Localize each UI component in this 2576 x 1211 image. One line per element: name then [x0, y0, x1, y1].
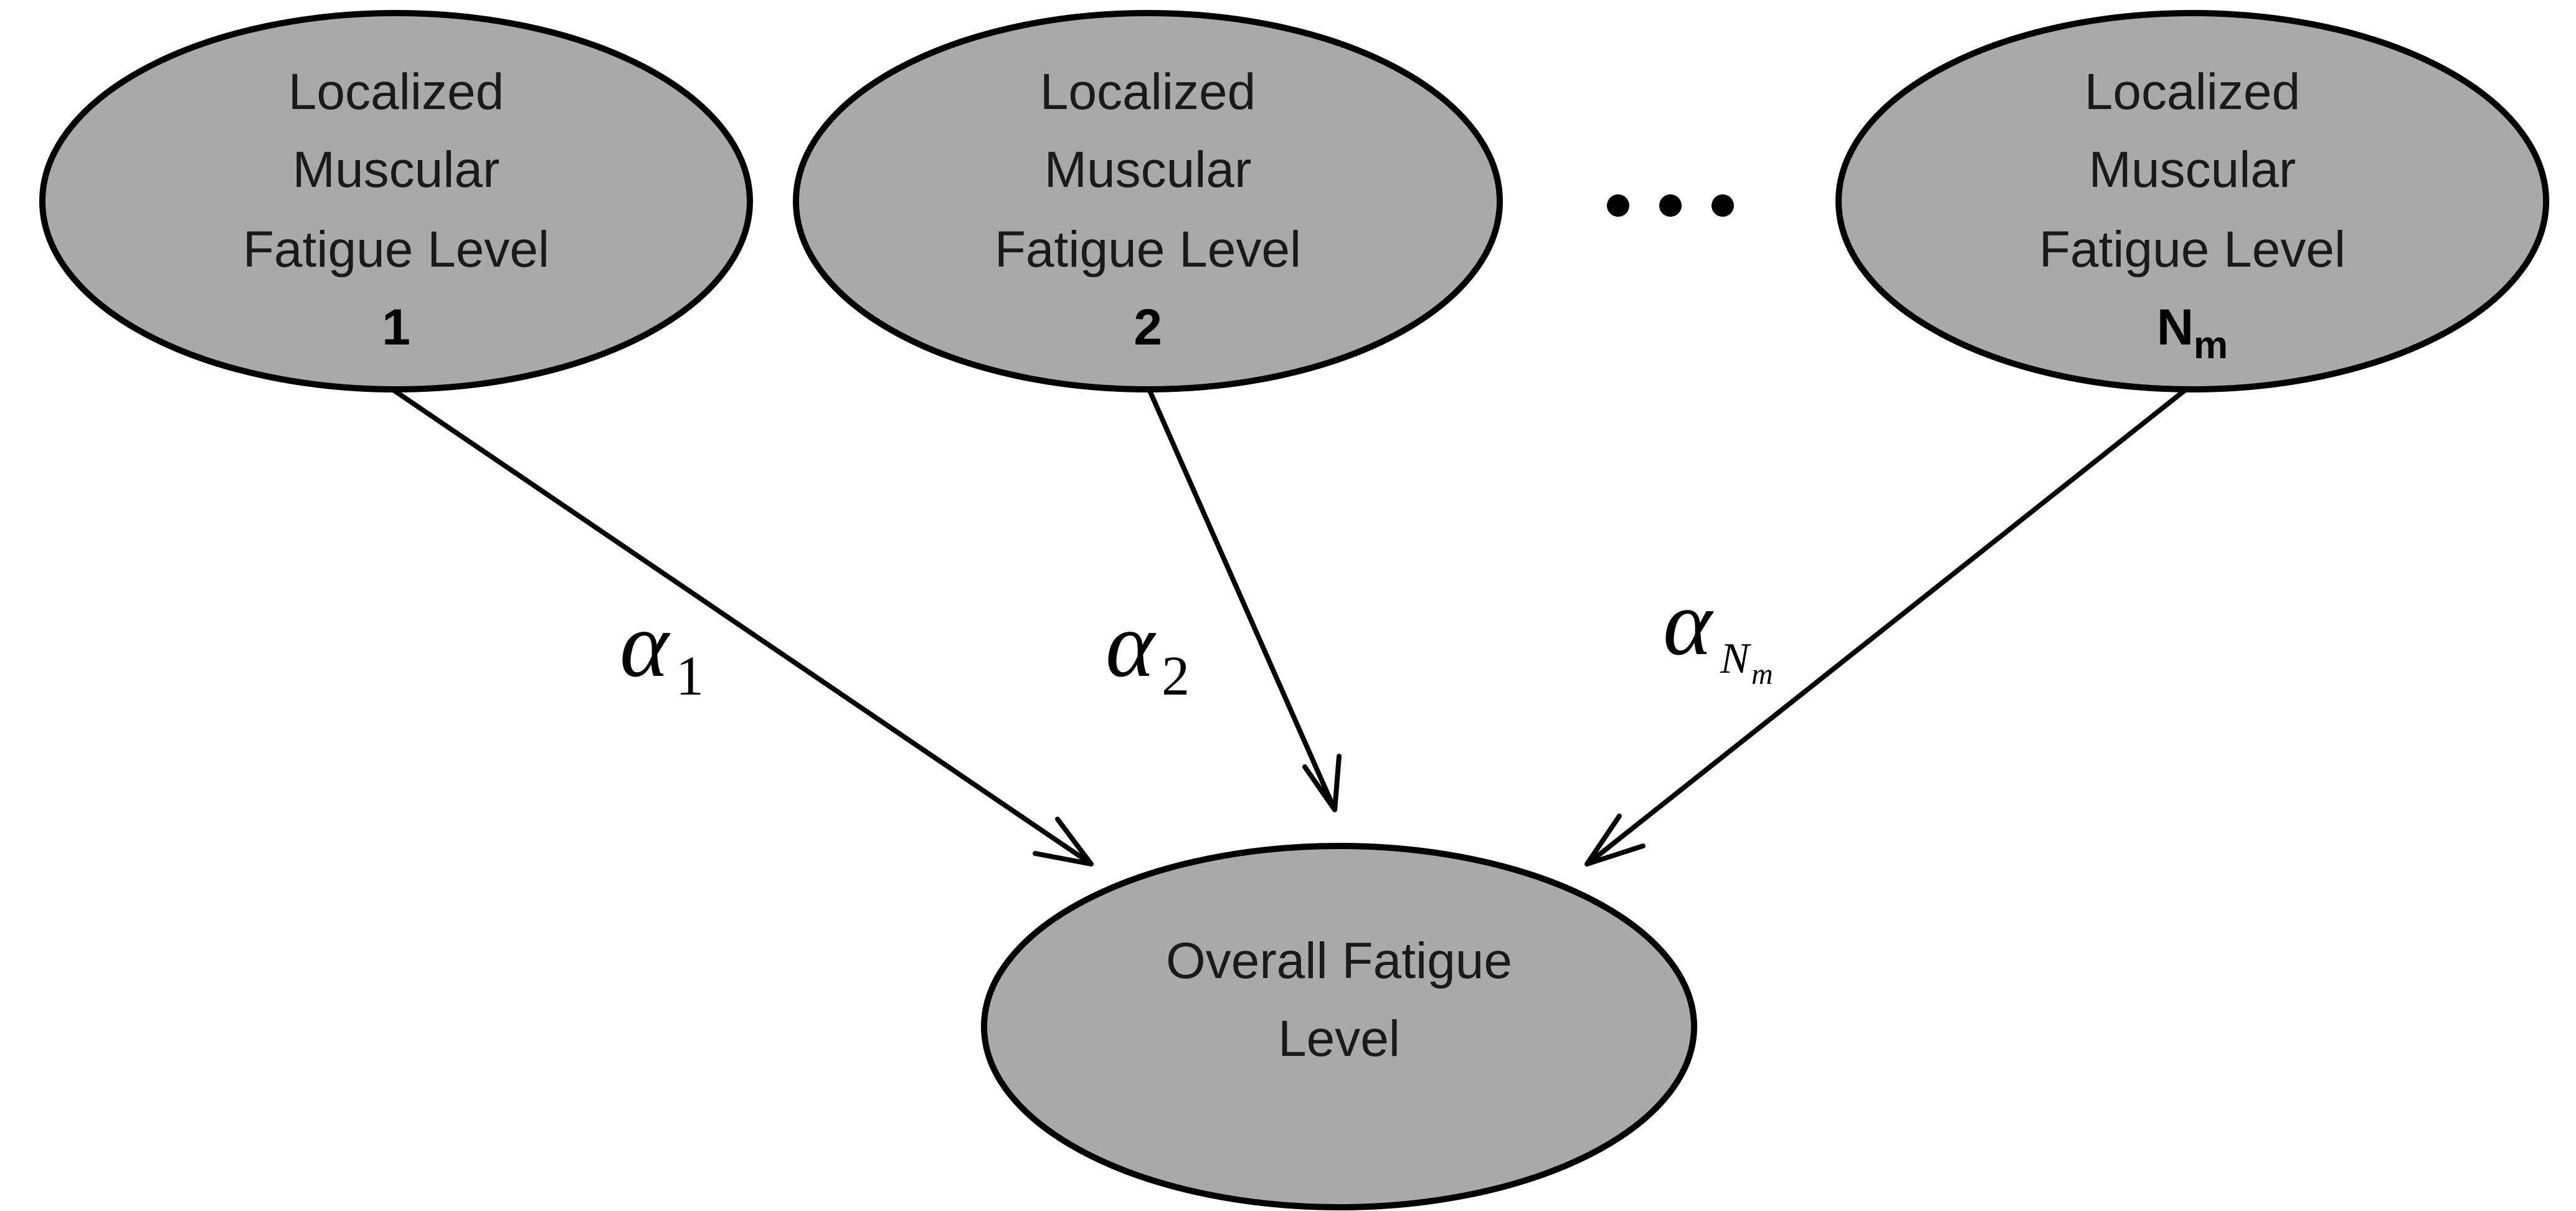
- node-n-line-3: Fatigue Level: [2039, 221, 2346, 278]
- ellipsis: • • •: [1607, 194, 1734, 217]
- node-n-line-1: Localized: [2085, 64, 2300, 120]
- node-muscle-n: Localized Muscular Fatigue Level Nm: [1835, 10, 2549, 392]
- node-2-line-3: Fatigue Level: [995, 221, 1301, 278]
- node-2-line-2: Muscular: [1044, 141, 1252, 198]
- node-n-index: Nm: [2157, 299, 2228, 367]
- node-2-line-1: Localized: [1040, 64, 1256, 120]
- alpha-n-sub: N: [1720, 635, 1751, 683]
- weight-label-n: α N m: [1663, 571, 1773, 691]
- node-2-index: 2: [1134, 299, 1162, 356]
- node-muscle-2: Localized Muscular Fatigue Level 2: [793, 10, 1503, 392]
- overall-line-2: Level: [1278, 1010, 1400, 1067]
- alpha-1-symbol: α: [620, 593, 671, 696]
- ellipsis-dot-1: [1607, 194, 1629, 217]
- node-1-line-2: Muscular: [293, 141, 500, 198]
- node-1-line-3: Fatigue Level: [243, 221, 549, 278]
- alpha-1-sub: 1: [676, 645, 704, 707]
- alpha-n-symbol: α: [1663, 571, 1714, 675]
- alpha-2-symbol: α: [1106, 593, 1157, 696]
- node-n-line-2: Muscular: [2089, 141, 2296, 198]
- node-muscle-1: Localized Muscular Fatigue Level 1: [39, 10, 753, 392]
- edge-2: [1147, 388, 1342, 812]
- node-n-index-main: N: [2157, 299, 2194, 356]
- node-1-index: 1: [382, 299, 410, 356]
- weight-label-2: α 2: [1106, 593, 1190, 707]
- node-1-line-1: Localized: [288, 64, 504, 120]
- alpha-2-sub: 2: [1162, 645, 1190, 707]
- node-overall: Overall Fatigue Level: [981, 843, 1697, 1210]
- weight-label-1: α 1: [620, 593, 704, 707]
- ellipsis-dot-3: [1712, 194, 1734, 217]
- overall-line-1: Overall Fatigue: [1166, 933, 1512, 989]
- node-n-index-sub: m: [2194, 324, 2228, 367]
- alpha-n-sub-sub: m: [1751, 658, 1773, 691]
- edge-1: [391, 387, 1094, 867]
- edge-n: [1584, 387, 2188, 867]
- ellipsis-dot-2: [1659, 194, 1682, 217]
